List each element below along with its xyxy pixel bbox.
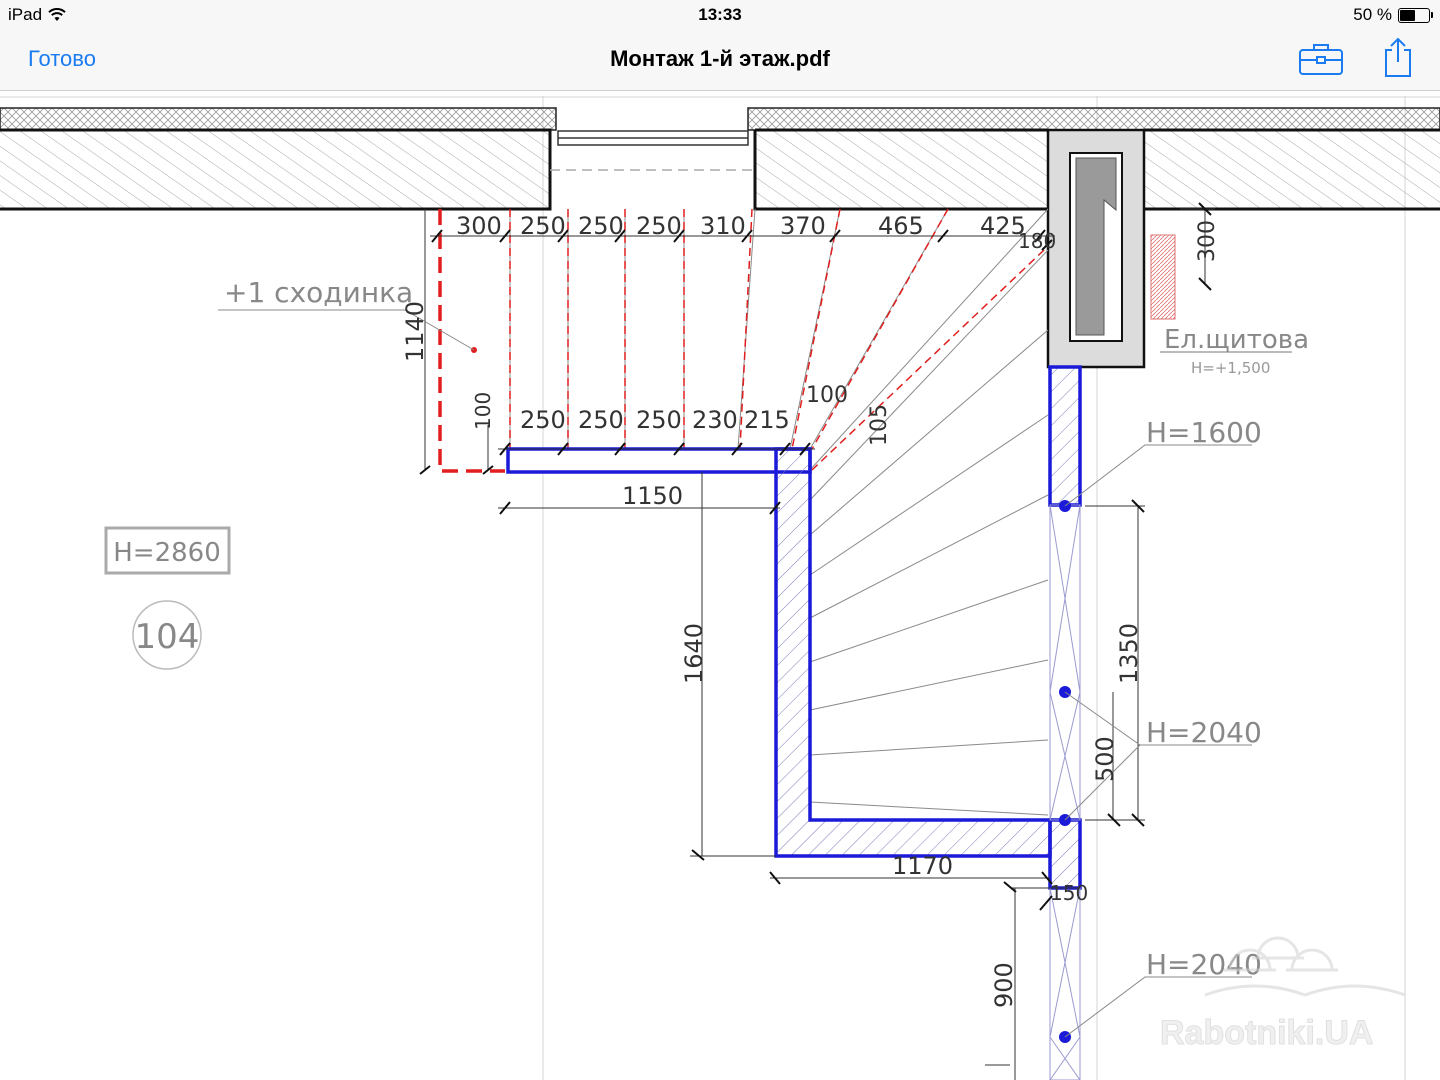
- watermark-text: Rabotniki.UA: [1160, 1014, 1373, 1052]
- watermark: Rabotniki.UA: [1160, 936, 1406, 1053]
- window-opening: [550, 130, 755, 171]
- status-right: 50 %: [1353, 5, 1433, 25]
- dim-180: 180: [1018, 229, 1056, 253]
- battery-icon: [1398, 7, 1433, 23]
- dim-1170: 1170: [892, 852, 953, 880]
- dimension-texts: 300 250 250 250 310 370 465 425 180 300 …: [401, 212, 1220, 1008]
- panel-label: Ел.щитова: [1164, 325, 1309, 355]
- dim-500: 500: [1091, 736, 1119, 782]
- dim-1640: 1640: [680, 623, 708, 684]
- device-name: iPad: [8, 5, 43, 24]
- height-2040-label-b: H=2040: [1146, 948, 1262, 981]
- dim-100-horizontal: 100: [806, 383, 848, 408]
- status-time: 13:33: [698, 5, 742, 24]
- dim-mid-4: 230: [692, 406, 738, 434]
- dim-mid-2: 250: [578, 406, 624, 434]
- ventilation-shaft: [1046, 128, 1146, 369]
- share-icon: [1385, 37, 1411, 77]
- share-button[interactable]: [1382, 36, 1414, 83]
- dim-900: 900: [990, 962, 1018, 1008]
- status-bar: iPad 13:33 50 %: [0, 0, 1440, 30]
- dim-top-5: 310: [700, 212, 746, 240]
- status-left: iPad: [8, 5, 66, 25]
- annotations: +1 сходинка H=1600 H=2040 H=2040: [224, 276, 1262, 981]
- dim-top-1: 300: [456, 212, 502, 240]
- dim-top-2: 250: [520, 212, 566, 240]
- dim-100-vertical: 100: [471, 392, 495, 430]
- done-button[interactable]: Готово: [28, 46, 96, 71]
- extra-step-outline: [438, 209, 505, 473]
- dim-105: 105: [867, 404, 892, 446]
- dim-150: 150: [1050, 881, 1088, 905]
- nav-bar: Готово Монтаж 1-й этаж.pdf: [0, 30, 1440, 91]
- floor-plan-drawing: Ел.щитова H=+1,500: [0, 96, 1440, 1080]
- room-height-label: H=2860: [113, 538, 221, 568]
- leader-lines: [218, 309, 1252, 1038]
- proposed-step-lines: [509, 208, 1045, 471]
- height-2040-label-a: H=2040: [1146, 716, 1262, 749]
- room-tag: H=2860 104: [104, 526, 231, 670]
- outer-wall: [0, 107, 1440, 211]
- dim-300: 300: [1195, 220, 1220, 262]
- wifi-icon: [48, 8, 66, 21]
- panel-height-label: H=+1,500: [1191, 359, 1270, 377]
- dim-mid-5: 215: [744, 406, 790, 434]
- battery-percent: 50 %: [1353, 5, 1392, 24]
- room-number: 104: [135, 617, 200, 657]
- extra-step-label: +1 сходинка: [224, 276, 413, 309]
- dim-top-4: 250: [636, 212, 682, 240]
- frame-partition: [1049, 504, 1081, 1080]
- dim-1350: 1350: [1115, 623, 1143, 684]
- grid-lines: [0, 96, 1440, 1080]
- dimension-ticks: [419, 202, 1212, 911]
- blue-walls: [506, 365, 1082, 890]
- worker-helmets-icon: [1204, 936, 1406, 997]
- dim-top-6: 370: [780, 212, 826, 240]
- toolbox-icon: [1299, 44, 1343, 75]
- dim-top-8: 425: [980, 212, 1026, 240]
- dim-mid-1: 250: [520, 406, 566, 434]
- dim-top-3: 250: [578, 212, 624, 240]
- document-title: Монтаж 1-й этаж.pdf: [610, 46, 830, 71]
- toolbox-button[interactable]: [1298, 42, 1344, 81]
- height-1600-label: H=1600: [1146, 416, 1262, 449]
- dim-1140: 1140: [401, 301, 429, 362]
- electrical-panel: Ел.щитова H=+1,500: [1150, 234, 1309, 377]
- dimension-lines: [424, 208, 1215, 1080]
- dim-1150: 1150: [622, 482, 683, 510]
- dim-mid-3: 250: [636, 406, 682, 434]
- pdf-page[interactable]: Ел.щитова H=+1,500: [0, 91, 1440, 1080]
- dim-top-7: 465: [878, 212, 924, 240]
